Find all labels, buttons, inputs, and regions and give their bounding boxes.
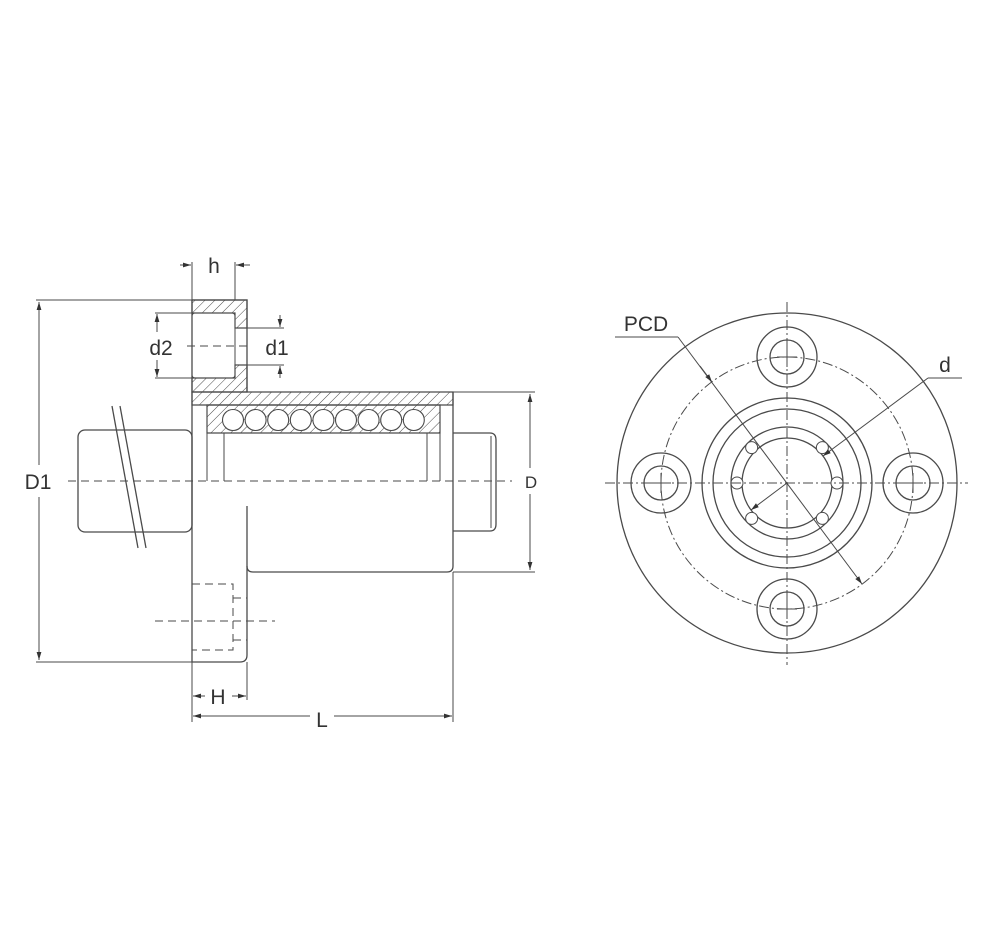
ball bbox=[380, 408, 403, 432]
break-lines bbox=[111, 405, 147, 549]
ball bbox=[221, 408, 245, 432]
ball bbox=[267, 408, 290, 432]
shaft-right bbox=[453, 432, 497, 532]
label-h: h bbox=[208, 255, 220, 278]
label-D1: D1 bbox=[25, 471, 52, 494]
label-H: H bbox=[210, 686, 225, 709]
ball-notch bbox=[745, 511, 759, 525]
bearing-body bbox=[246, 392, 454, 573]
front-view: PCD d bbox=[605, 302, 968, 665]
label-L: L bbox=[316, 709, 328, 732]
flange-section-hatch bbox=[191, 299, 248, 329]
housing-section-hatch bbox=[191, 391, 454, 406]
ball bbox=[312, 408, 335, 432]
ball bbox=[334, 408, 358, 432]
label-PCD: PCD bbox=[624, 313, 668, 336]
ball bbox=[357, 408, 380, 432]
label-d: d bbox=[939, 354, 951, 377]
bolt-hidden bbox=[192, 583, 234, 651]
ball-notch bbox=[745, 441, 759, 455]
ball-notch bbox=[815, 511, 829, 525]
label-D: D bbox=[525, 473, 537, 492]
ball bbox=[402, 408, 425, 432]
label-d2: d2 bbox=[149, 337, 172, 360]
ball-notch bbox=[815, 441, 829, 455]
side-view: D1 D h d2 d1 H L bbox=[25, 255, 538, 732]
ball-row bbox=[221, 408, 425, 432]
label-d1: d1 bbox=[265, 337, 288, 360]
ball bbox=[244, 408, 267, 432]
ball bbox=[289, 408, 312, 432]
